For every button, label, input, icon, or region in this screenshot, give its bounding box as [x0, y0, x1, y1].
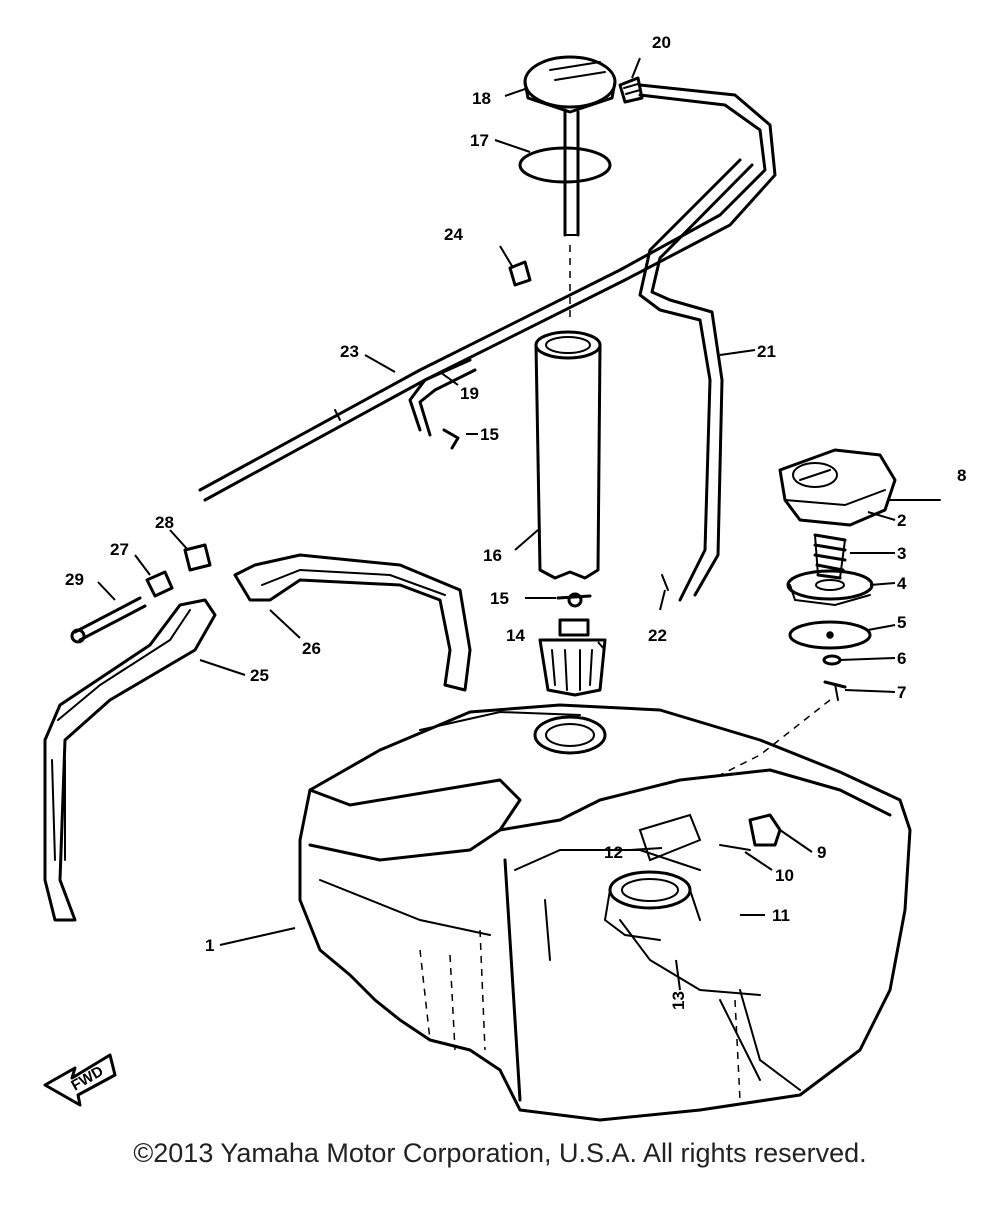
- filter-14: [538, 618, 607, 697]
- forward-arrow-icon: FWD: [43, 1053, 117, 1107]
- callout-21: 21: [757, 342, 776, 361]
- callout-15-lower: 15: [490, 589, 509, 608]
- callout-23: 23: [340, 342, 359, 361]
- o-ring-17: [518, 146, 612, 184]
- callout-5: 5: [897, 613, 906, 632]
- callout-26: 26: [302, 639, 321, 658]
- washer: [822, 654, 842, 666]
- callout-15-upper: 15: [480, 425, 499, 444]
- strap-26: [233, 553, 472, 692]
- callout-28: 28: [155, 513, 174, 532]
- hose-21: [638, 158, 754, 602]
- callout-17: 17: [470, 131, 489, 150]
- gasket: [788, 620, 872, 650]
- gauge-cap-18: [523, 55, 617, 237]
- callout-4: 4: [897, 574, 907, 593]
- cap-screw: [823, 680, 847, 701]
- clamp-22: [661, 574, 669, 591]
- callout-25: 25: [250, 666, 269, 685]
- filler-cap: [778, 448, 941, 527]
- callout-16: 16: [483, 546, 502, 565]
- callout-12: 12: [604, 843, 623, 862]
- callout-2: 2: [897, 511, 906, 530]
- callout-labels: 1 2 3 4 5 6 7 8 9 10 11 12 13 14 15 15 1…: [65, 33, 966, 1010]
- callout-11: 11: [772, 906, 790, 925]
- bolt-29: [70, 596, 147, 644]
- callout-24: 24: [444, 225, 463, 244]
- callout-6: 6: [897, 649, 906, 668]
- hose-23: [198, 83, 777, 502]
- leader-lines: [97, 57, 896, 991]
- hose-19: [408, 358, 477, 437]
- callout-19: 19: [460, 384, 479, 403]
- strap-25: [43, 598, 217, 922]
- cap-assembly-guide-line: [719, 699, 831, 776]
- collar-27: [145, 570, 174, 598]
- clamp-15-lower: [556, 592, 592, 608]
- callout-20: 20: [652, 33, 671, 52]
- callout-3: 3: [897, 544, 906, 563]
- strainer-tube-16: [534, 330, 602, 580]
- callout-22: 22: [648, 626, 667, 645]
- callout-18: 18: [472, 89, 491, 108]
- fuel-tank: [298, 703, 912, 1122]
- callout-13: 13: [669, 991, 688, 1010]
- callout-27: 27: [110, 540, 129, 559]
- callout-29: 29: [65, 570, 84, 589]
- fitting-20: [618, 76, 644, 104]
- callout-7: 7: [897, 683, 906, 702]
- callout-8: 8: [957, 466, 966, 485]
- copyright-notice: ©2013 Yamaha Motor Corporation, U.S.A. A…: [133, 1138, 867, 1168]
- callout-10: 10: [775, 866, 794, 885]
- clip-24: [508, 260, 532, 287]
- callout-9: 9: [817, 843, 826, 862]
- clamp-15-upper: [442, 428, 460, 450]
- collar-28: [183, 543, 212, 572]
- callout-1: 1: [205, 936, 214, 955]
- cap-spring: [813, 533, 847, 580]
- callout-14: 14: [506, 626, 525, 645]
